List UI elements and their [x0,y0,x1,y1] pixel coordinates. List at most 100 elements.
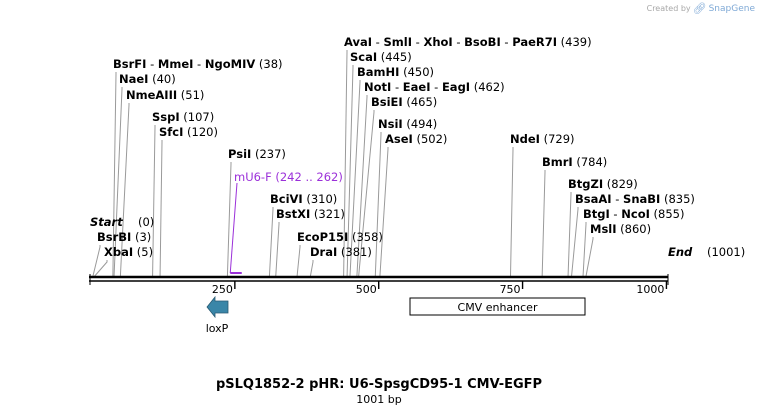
enzyme-cut-line [159,140,163,278]
enzyme-label: BmrI (784) [542,155,607,169]
enzyme-separator: - [501,35,512,49]
primer-leader-line [229,182,238,274]
enzyme-separator: - [430,80,441,94]
enzyme-name: MslI [590,222,617,236]
enzyme-cut-line [585,237,594,278]
enzyme-name: BtgZI [568,177,603,191]
enzyme-name: BsrBI [97,230,131,244]
enzyme-name: BmrI [542,155,573,169]
enzyme-cut-line [567,192,572,278]
primer-binding-bar [230,272,242,274]
primer-label: mU6-F (242 .. 262) [234,170,343,184]
enzyme-name: BciVI [270,192,303,206]
enzyme-cut-line [275,222,280,278]
enzyme-name: XbaI [104,245,133,259]
feature-label: loxP [206,322,229,335]
enzyme-cut-position: (729) [540,132,575,146]
enzyme-separator: - [391,80,402,94]
enzyme-cut-position: (829) [603,177,638,191]
feature-arrow [206,295,229,319]
enzyme-name: MmeI [158,57,194,71]
enzyme-label: AseI (502) [385,132,447,146]
enzyme-separator: - [412,35,423,49]
enzyme-separator: - [610,207,621,221]
enzyme-name: BamHI [357,65,399,79]
enzyme-name: BsiEI [371,95,403,109]
primer-range: (242 .. 262) [272,170,343,184]
enzyme-name: SfcI [159,125,183,139]
enzyme-cut-position: (462) [470,80,505,94]
enzyme-cut-position: (321) [310,207,345,221]
enzyme-label: ScaI (445) [350,50,412,64]
primer-name: mU6-F [234,170,272,184]
enzyme-cut-line [226,162,232,278]
enzyme-name: BtgI [583,207,610,221]
enzyme-cut-position: (38) [255,57,282,71]
enzyme-cut-line [119,103,130,278]
enzyme-cut-line [152,125,156,278]
enzyme-label: BtgI - NcoI (855) [583,207,684,221]
enzyme-cut-lines [92,50,594,278]
snapgene-logo-icon: 🔗︎ [692,2,707,15]
enzyme-cut-position: (51) [177,88,204,102]
enzyme-separator: - [372,35,383,49]
enzyme-cut-position: (310) [303,192,338,206]
enzyme-label: MslI (860) [590,222,651,236]
primer-annotation: mU6-F (242 .. 262) [229,170,343,274]
enzyme-cut-position: (835) [660,192,695,206]
enzyme-label: NaeI (40) [119,72,176,86]
enzyme-cut-line [268,207,274,278]
enzyme-cut-position: (439) [557,35,592,49]
enzyme-cut-position: (465) [403,95,438,109]
ruler-tick-label: 1000 [636,283,664,296]
enzyme-name: AvaI [344,35,372,49]
enzyme-cut-position: (494) [403,117,438,131]
enzyme-cut-line [582,222,587,278]
enzyme-name: SnaBI [623,192,660,206]
enzyme-cut-position: (502) [413,132,448,146]
enzyme-cut-line [113,87,123,278]
enzyme-label: NotI - EaeI - EagI (462) [364,80,505,94]
enzyme-cut-line [541,170,546,278]
enzyme-cut-position: (120) [183,125,218,139]
end-marker-position: (1001) [707,245,745,259]
map-length: 1001 bp [356,393,401,406]
enzyme-label: DraI (381) [310,245,372,259]
enzyme-label: NdeI (729) [510,132,575,146]
enzyme-name: BsaAI [575,192,612,206]
enzyme-name: SspI [152,110,180,124]
enzyme-label: BamHI (450) [357,65,434,79]
enzyme-label: BciVI (310) [270,192,337,206]
enzyme-cut-line [343,50,348,278]
enzyme-cut-position: (237) [251,147,286,161]
enzyme-label: BsrFI - MmeI - NgoMIV (38) [113,57,283,71]
credit-prefix: Created by [646,4,691,13]
enzyme-separator: - [193,57,204,71]
enzyme-cut-line [349,80,361,278]
ruler-tick-label: 750 [500,283,521,296]
start-marker-label: Start [90,215,123,229]
map-title: pSLQ1852-2 pHR: U6-SpsgCD95-1 CMV-EGFP [216,377,542,392]
enzyme-name: NdeI [510,132,540,146]
feature-box [409,297,586,316]
enzyme-cut-line [356,95,368,278]
enzyme-label: BsaAI - SnaBI (835) [575,192,695,206]
enzyme-separator: - [146,57,157,71]
enzyme-cut-line [509,147,514,278]
enzyme-name: NmeAIII [126,88,177,102]
ruler-tick-label: 500 [356,283,377,296]
enzyme-label: SspI (107) [152,110,214,124]
enzyme-cut-line [112,72,117,278]
snapgene-credit: Created by 🔗︎ SnapGene [647,2,755,15]
start-marker-position: (0) [138,215,154,229]
enzyme-name: DraI [310,245,337,259]
enzyme-name: ScaI [350,50,377,64]
enzyme-cut-line [346,65,354,278]
enzyme-label: NmeAIII (51) [126,88,204,102]
enzyme-label: AvaI - SmlI - XhoI - BsoBI - PaeR7I (439… [344,35,592,49]
enzyme-cut-line [92,245,101,278]
ruler-tick-label: 250 [212,283,233,296]
sequence-ruler: 250 500 750 1000 [212,281,668,296]
